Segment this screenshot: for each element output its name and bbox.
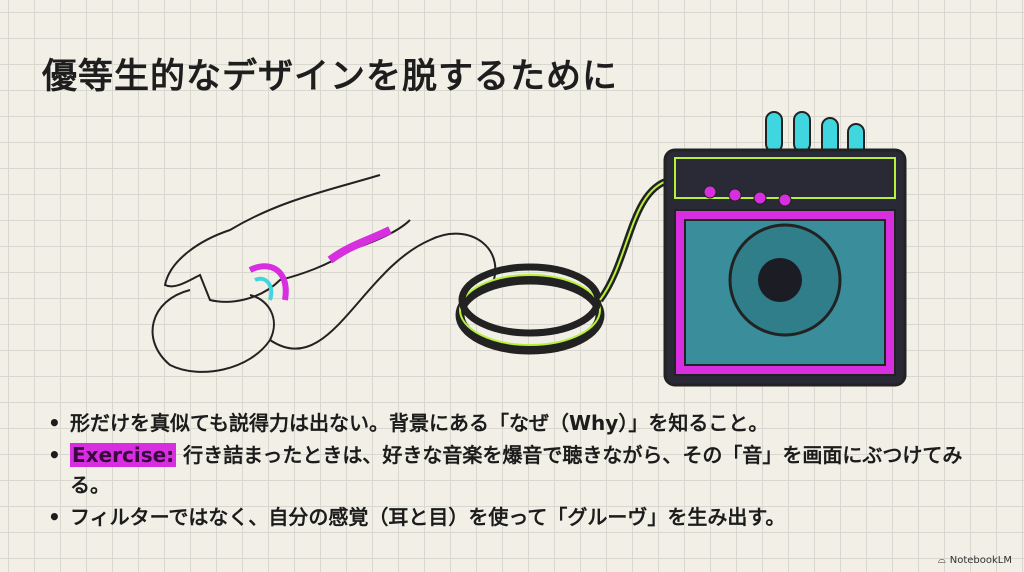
bullet-item: フィルターではなく、自分の感覚（耳と目）を使って「グルーヴ」を生み出す。 [40, 502, 990, 532]
amplifier [663, 111, 907, 387]
branding-label: NotebookLM [949, 555, 1012, 566]
exercise-highlight: Exercise: [70, 443, 177, 467]
hand-mouse-amp-illustration [151, 111, 907, 387]
bullet-text: 形だけを真似ても説得力は出ない。背景にある「なぜ（Why）」を知ること。 [70, 411, 769, 435]
notebooklm-branding: ⌓ NotebookLM [938, 555, 1012, 566]
bullet-item-exercise: Exercise: 行き詰まったときは、好きな音楽を爆音で聴きながら、その「音」… [40, 440, 990, 500]
bullet-list: 形だけを真似ても説得力は出ない。背景にある「なぜ（Why）」を知ること。 Exe… [40, 408, 990, 534]
cable [269, 176, 672, 355]
bullet-item: 形だけを真似ても説得力は出ない。背景にある「なぜ（Why）」を知ること。 [40, 408, 990, 438]
page-title: 優等生的なデザインを脱するために [42, 57, 619, 97]
bullet-text: フィルターではなく、自分の感覚（耳と目）を使って「グルーヴ」を生み出す。 [70, 505, 786, 529]
hand-mouse [151, 174, 411, 373]
notebooklm-logo-icon: ⌓ [937, 555, 946, 566]
bullet-text: 行き詰まったときは、好きな音楽を爆音で聴きながら、その「音」を画面にぶつけてみる… [70, 443, 963, 497]
